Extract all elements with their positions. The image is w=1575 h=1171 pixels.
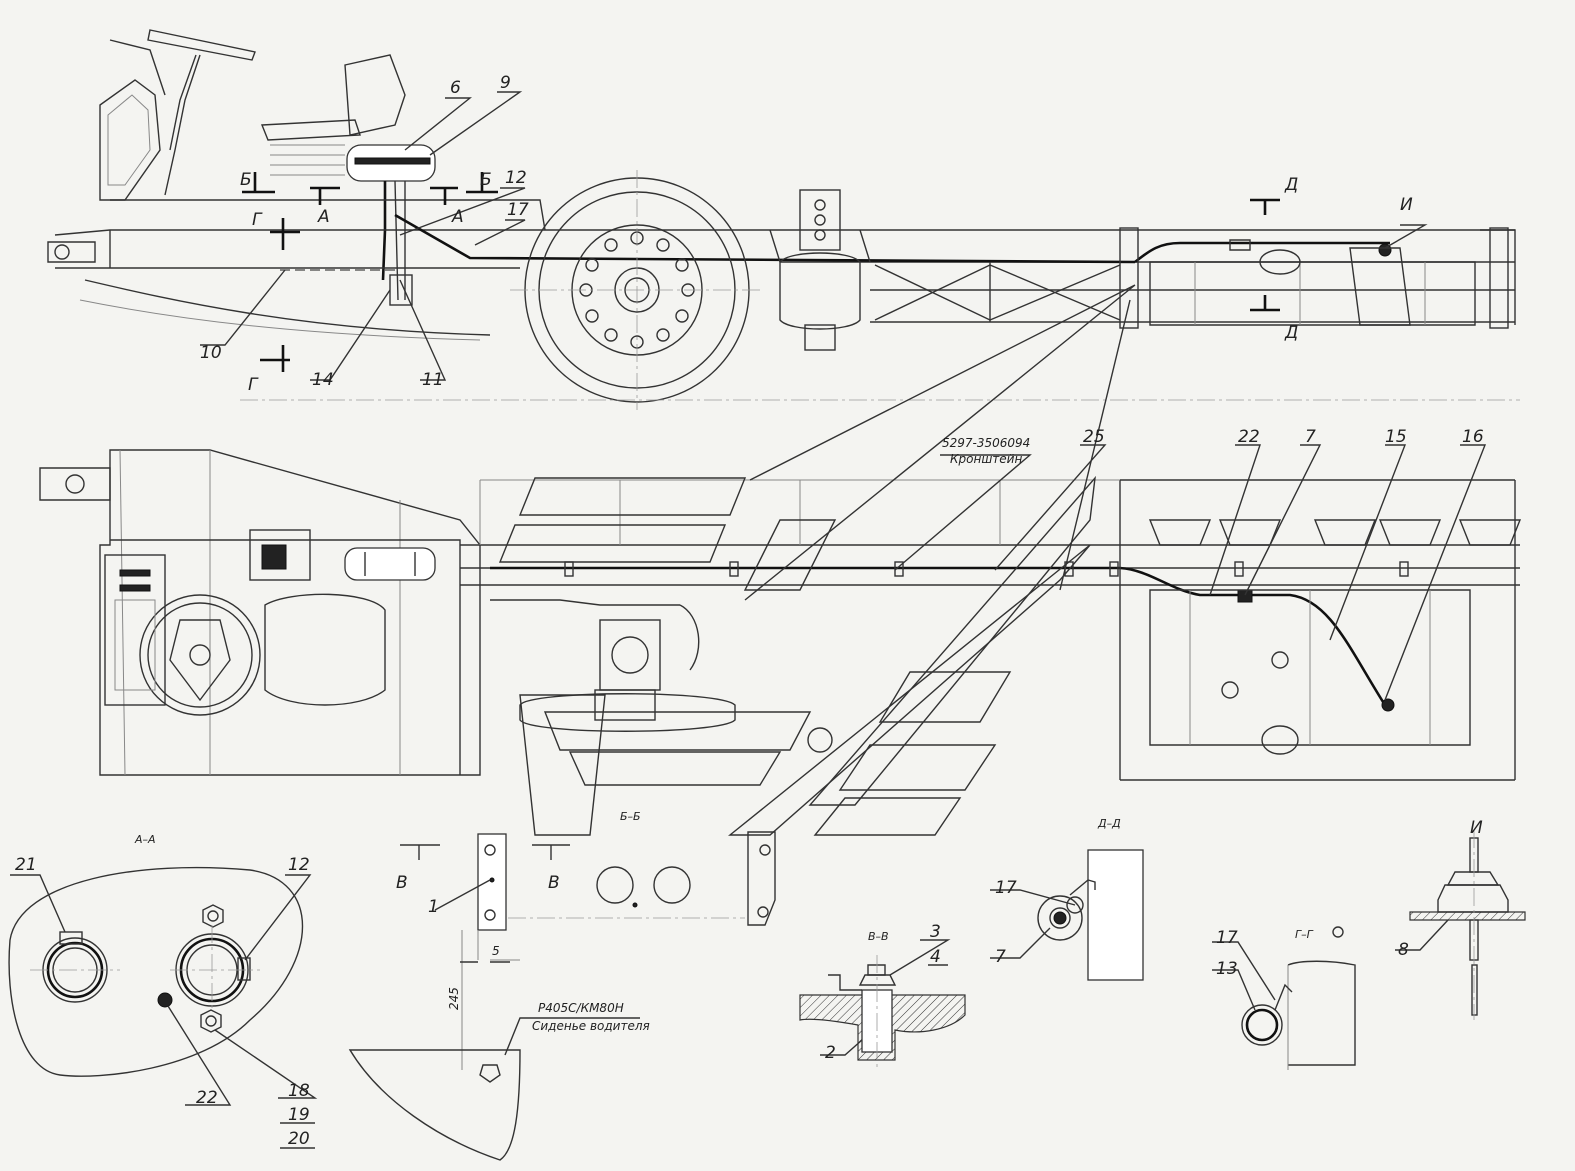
bracket-part-number: 5297-3506094 — [942, 436, 1030, 450]
section-dd-view — [1037, 849, 1144, 981]
callout-20: 20 — [288, 1129, 310, 1149]
callout-10: 10 — [200, 343, 222, 363]
callout-7-top: 7 — [1305, 427, 1316, 447]
section-titles: А–А Б–Б В–В Д–Д Г–Г И — [134, 810, 1483, 943]
callout-9: 9 — [500, 73, 511, 93]
top-view — [39, 449, 1522, 781]
dimensions: 5 245 — [447, 944, 500, 1010]
callout-22: 22 — [196, 1088, 218, 1108]
callout-8: 8 — [1398, 940, 1409, 960]
callout-4: 4 — [930, 947, 941, 967]
title-section-vv: В–В — [868, 930, 889, 943]
callout-1: 1 — [428, 897, 439, 917]
callout-18: 18 — [288, 1081, 310, 1101]
side-view — [47, 29, 1520, 410]
seat-name: Сиденье водителя — [532, 1019, 650, 1033]
mark-b-left: Б — [240, 170, 252, 190]
section-bb-view — [348, 831, 776, 1161]
frame-parallelograms — [498, 284, 1136, 836]
callout-14: 14 — [312, 370, 334, 390]
callout-12-aa: 12 — [288, 855, 310, 875]
callout-19: 19 — [288, 1105, 310, 1125]
callout-16: 16 — [1462, 427, 1484, 447]
section-vv-view — [799, 955, 966, 1070]
section-i-view — [1409, 830, 1526, 1020]
seat-model: Р405С/КМ80Н — [538, 1001, 624, 1015]
callout-17-dd: 17 — [995, 878, 1017, 898]
dimension-5: 5 — [492, 944, 500, 958]
mark-i: И — [1400, 195, 1413, 215]
mark-a-right: А — [451, 207, 464, 227]
title-section-dd: Д–Д — [1097, 817, 1121, 830]
mark-b-right: Б — [480, 170, 492, 190]
dimension-245: 245 — [447, 987, 461, 1010]
mark-d-bottom: Д — [1284, 323, 1298, 343]
title-section-aa: А–А — [134, 833, 156, 846]
callout-21: 21 — [15, 855, 37, 875]
bracket-name: Кронштейн — [950, 452, 1022, 466]
title-section-bb: Б–Б — [620, 810, 641, 823]
callout-13: 13 — [1216, 959, 1238, 979]
callout-12: 12 — [505, 168, 527, 188]
callout-7: 7 — [995, 947, 1006, 967]
mark-d-top: Д — [1284, 175, 1298, 195]
section-aa-view — [8, 866, 304, 1077]
callout-labels: 6 9 12 17 10 14 11 25 22 7 15 16 21 12 2… — [15, 73, 1484, 1149]
mark-g-bottom: Г — [248, 375, 259, 395]
mark-g-top: Г — [252, 210, 263, 230]
mark-v-right: В — [548, 873, 560, 893]
callout-17-gg: 17 — [1216, 928, 1238, 948]
callout-22-top: 22 — [1238, 427, 1260, 447]
section-letters: Б Б А А Г Г Д Д И В В — [240, 170, 1413, 893]
notes: 5297-3506094 Кронштейн Р405С/КМ80Н Сиден… — [532, 436, 1030, 1033]
leader-lines — [10, 91, 1487, 1149]
section-gg-view — [1241, 926, 1356, 1070]
title-section-i: И — [1470, 818, 1483, 838]
callout-3: 3 — [930, 922, 941, 942]
callout-11: 11 — [422, 370, 444, 390]
callout-17: 17 — [507, 200, 529, 220]
callout-15: 15 — [1385, 427, 1407, 447]
callout-6: 6 — [450, 78, 461, 98]
callout-25: 25 — [1083, 427, 1105, 447]
mark-v-left: В — [396, 873, 408, 893]
callout-2: 2 — [825, 1043, 836, 1063]
title-section-gg: Г–Г — [1295, 928, 1314, 941]
mark-a-left: А — [317, 207, 330, 227]
section-arrows — [242, 172, 1280, 372]
